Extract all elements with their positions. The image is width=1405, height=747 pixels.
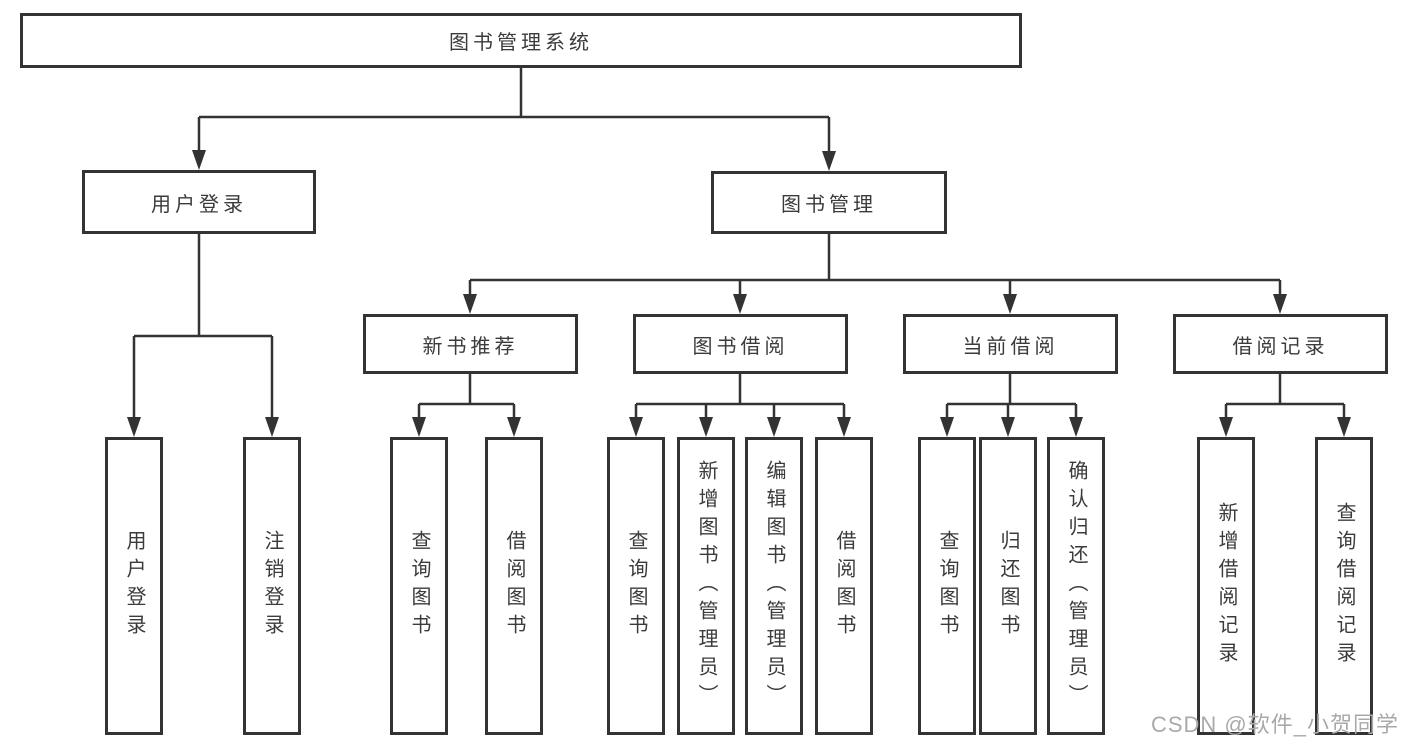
node-current-borrowing: 当前借阅 <box>903 314 1118 374</box>
leaf-br-add-borrow-record-label: 新增借阅记录 <box>1215 502 1237 670</box>
leaf-bb-borrow-books: 借阅图书 <box>815 437 873 735</box>
node-book-borrowing: 图书借阅 <box>633 314 848 374</box>
leaf-br-add-borrow-record: 新增借阅记录 <box>1197 437 1255 735</box>
leaf-bb-add-books-admin-label: 新增图书（管理员） <box>695 460 717 712</box>
node-new-book-recommend: 新书推荐 <box>363 314 578 374</box>
leaf-cb-confirm-return-admin-label: 确认归还（管理员） <box>1065 460 1087 712</box>
leaf-br-query-borrow-record-label: 查询借阅记录 <box>1333 502 1355 670</box>
leaf-user-login: 用户登录 <box>105 437 163 735</box>
leaf-cb-confirm-return-admin: 确认归还（管理员） <box>1047 437 1105 735</box>
leaf-user-login-label: 用户登录 <box>123 530 145 642</box>
leaf-bb-query-books: 查询图书 <box>607 437 665 735</box>
node-borrowing-records: 借阅记录 <box>1173 314 1388 374</box>
leaf-bb-edit-books-admin: 编辑图书（管理员） <box>745 437 803 735</box>
leaf-nbr-query-books-label: 查询图书 <box>408 530 430 642</box>
leaf-bb-add-books-admin: 新增图书（管理员） <box>677 437 735 735</box>
leaf-bb-edit-books-admin-label: 编辑图书（管理员） <box>763 460 785 712</box>
leaf-logout: 注销登录 <box>243 437 301 735</box>
leaf-nbr-borrow-books-label: 借阅图书 <box>503 530 525 642</box>
leaf-nbr-query-books: 查询图书 <box>390 437 448 735</box>
node-book-management: 图书管理 <box>711 171 947 234</box>
leaf-bb-query-books-label: 查询图书 <box>625 530 647 642</box>
leaf-br-query-borrow-record: 查询借阅记录 <box>1315 437 1373 735</box>
leaf-nbr-borrow-books: 借阅图书 <box>485 437 543 735</box>
leaf-cb-query-books: 查询图书 <box>918 437 976 735</box>
leaf-cb-query-books-label: 查询图书 <box>936 530 958 642</box>
node-book-management-system: 图书管理系统 <box>20 13 1022 68</box>
csdn-watermark: CSDN @软件_小贺同学 <box>1150 712 1399 737</box>
leaf-cb-return-books: 归还图书 <box>979 437 1037 735</box>
leaf-logout-label: 注销登录 <box>261 530 283 642</box>
leaf-cb-return-books-label: 归还图书 <box>997 530 1019 642</box>
leaf-bb-borrow-books-label: 借阅图书 <box>833 530 855 642</box>
node-user-login: 用户登录 <box>82 170 316 234</box>
